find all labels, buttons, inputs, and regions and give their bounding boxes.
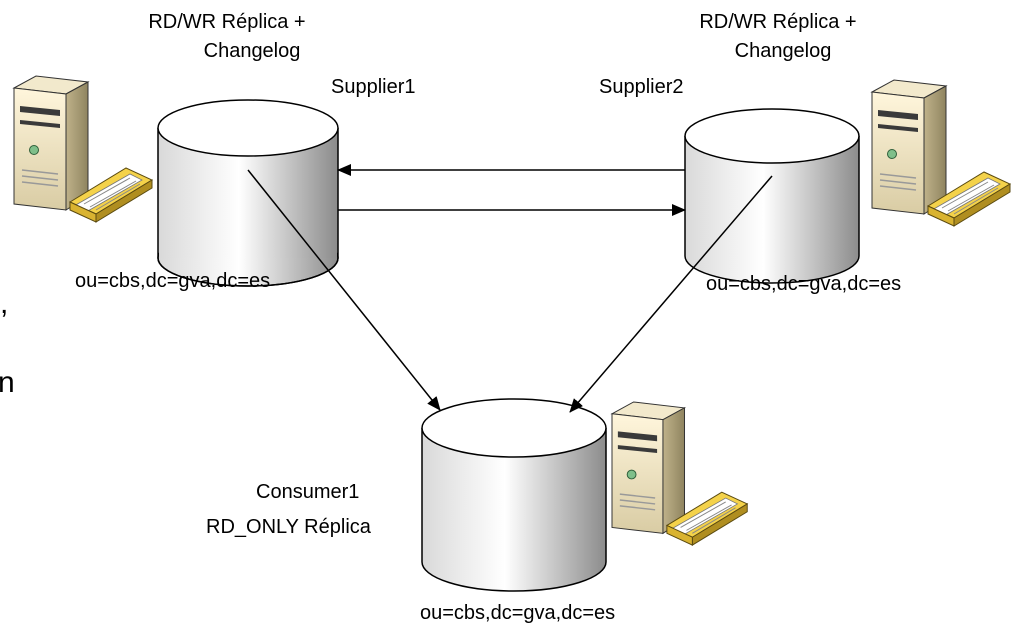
supplier1-name: Supplier1: [331, 76, 416, 98]
consumer1-name: Consumer1: [256, 481, 359, 503]
server-icon: [13, 75, 153, 223]
left-edge-letter: n: [0, 366, 15, 399]
replication-arrow-supplier1-to-consumer1: [247, 169, 441, 411]
supplier1-role-line2: Changelog: [204, 40, 301, 62]
supplier2-role-line2: Changelog: [735, 40, 832, 62]
replication-arrow-supplier2-to-consumer1: [569, 175, 773, 413]
supplier2-name: Supplier2: [599, 76, 684, 98]
server-icon: [611, 401, 748, 546]
supplier1-suffix: ou=cbs,dc=gva,dc=es: [75, 270, 270, 292]
database-icon: [421, 398, 607, 592]
database-icon: [157, 99, 339, 287]
consumer1-role: RD_ONLY Réplica: [206, 516, 372, 538]
supplier2-role-line1: RD/WR Réplica +: [699, 11, 856, 33]
left-edge-mark: ,: [0, 287, 8, 320]
consumer1-suffix: ou=cbs,dc=gva,dc=es: [420, 602, 615, 624]
server-icon: [871, 79, 1011, 227]
supplier1-role-line1: RD/WR Réplica +: [148, 11, 305, 33]
supplier2-suffix: ou=cbs,dc=gva,dc=es: [706, 273, 901, 295]
database-icon: [684, 108, 860, 284]
